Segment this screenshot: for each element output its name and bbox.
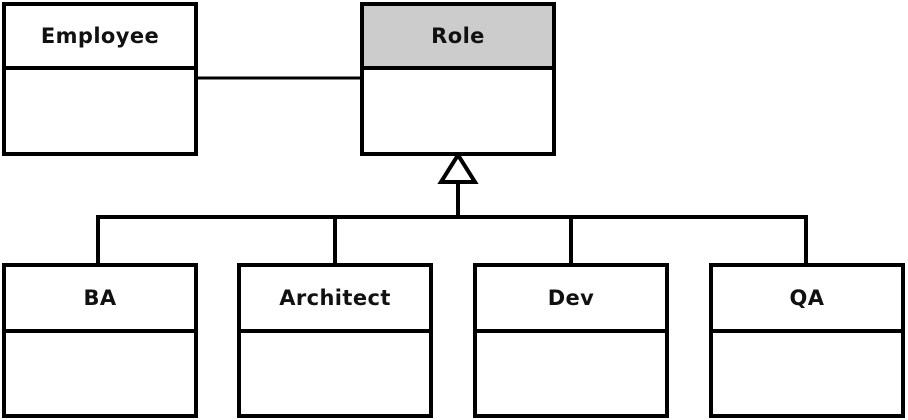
uml-class-attributes-employee [6, 70, 194, 152]
uml-class-name-architect: Architect [279, 285, 391, 310]
uml-class-role[interactable]: Role [360, 2, 556, 156]
uml-class-header-qa: QA [713, 267, 901, 333]
uml-class-name-qa: QA [789, 285, 825, 310]
uml-class-attributes-dev [477, 333, 665, 414]
uml-class-attributes-ba [6, 333, 194, 414]
uml-class-header-architect: Architect [241, 267, 429, 333]
uml-class-employee[interactable]: Employee [2, 2, 198, 156]
uml-class-attributes-architect [241, 333, 429, 414]
uml-class-header-ba: BA [6, 267, 194, 333]
uml-class-dev[interactable]: Dev [473, 263, 669, 418]
uml-class-attributes-qa [713, 333, 901, 414]
uml-class-header-dev: Dev [477, 267, 665, 333]
generalization-arrowhead-icon [437, 151, 479, 184]
uml-class-header-employee: Employee [6, 6, 194, 70]
uml-class-ba[interactable]: BA [2, 263, 198, 418]
uml-class-attributes-role [364, 70, 552, 152]
uml-class-name-employee: Employee [40, 23, 160, 48]
uml-class-name-role: Role [431, 23, 485, 48]
uml-class-name-dev: Dev [547, 285, 595, 310]
uml-class-name-ba: BA [83, 285, 117, 310]
uml-class-architect[interactable]: Architect [237, 263, 433, 418]
uml-class-qa[interactable]: QA [709, 263, 905, 418]
uml-class-header-role: Role [364, 6, 552, 70]
